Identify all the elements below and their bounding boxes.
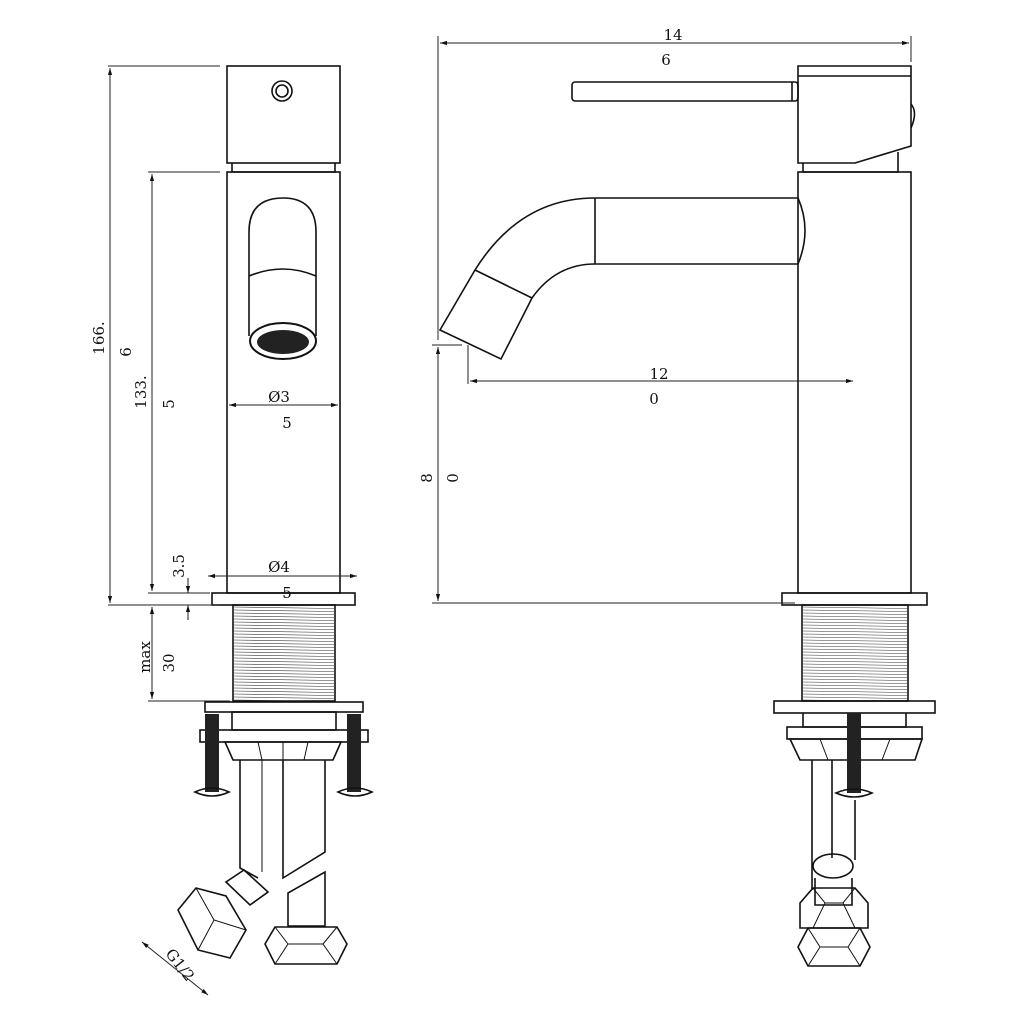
label-max: max — [136, 641, 154, 673]
label-body-diameter-a: Ø3 — [268, 388, 290, 406]
dim-connection — [141, 941, 209, 996]
front-handle-cap — [226, 65, 341, 164]
label-max-value: 30 — [160, 653, 178, 672]
front-threaded-shank — [232, 604, 336, 702]
side-base-plate — [781, 592, 928, 606]
front-hose-nut-left — [177, 868, 270, 959]
label-body-diameter-b: 5 — [282, 414, 292, 432]
label-spout-reach-a: 12 — [649, 365, 668, 383]
front-studs — [193, 714, 374, 797]
side-hose-ferrule — [812, 853, 854, 879]
side-handle-cap — [797, 65, 912, 164]
front-rubber-gasket — [231, 711, 337, 731]
label-overall-width-a: 14 — [663, 26, 682, 44]
front-view: 166. 6 133. 5 Ø3 5 Ø4 5 3.5 max 30 G1/2 — [90, 65, 374, 996]
side-lever — [571, 81, 799, 102]
label-total-height-a: 166. — [90, 321, 108, 354]
label-base-thickness: 3.5 — [170, 554, 188, 578]
front-hose-nut-right — [264, 870, 348, 965]
label-base-diameter-a: Ø4 — [268, 558, 290, 576]
label-base-diameter-b: 5 — [282, 584, 292, 602]
side-stud — [847, 713, 861, 793]
side-view: 14 6 12 0 8 0 — [418, 26, 936, 967]
front-spout-joint — [248, 268, 317, 277]
side-threaded-shank — [801, 604, 909, 702]
side-hose-nut — [797, 887, 871, 967]
front-handle-screw-inner — [275, 84, 289, 98]
front-body — [226, 171, 341, 594]
front-hoses — [239, 760, 326, 880]
front-washer-top — [204, 701, 364, 713]
front-cap-collar — [231, 163, 336, 173]
front-aerator-inner — [257, 330, 309, 354]
side-spout — [438, 197, 806, 361]
front-nut — [223, 741, 343, 761]
label-spout-reach-b: 0 — [649, 390, 659, 408]
label-total-height-b: 6 — [117, 347, 135, 357]
front-washer-bottom — [199, 729, 369, 743]
front-spout-recess — [248, 197, 317, 336]
side-body — [797, 171, 912, 594]
side-nut — [788, 738, 924, 761]
label-spout-height-a: 8 — [418, 473, 436, 483]
side-hoses — [811, 760, 856, 890]
label-spout-height-b: 0 — [444, 473, 462, 483]
label-connection: G1/2 — [162, 945, 198, 985]
label-body-height-a: 133. — [132, 375, 150, 408]
label-overall-width-b: 6 — [661, 51, 671, 69]
side-washer-top — [773, 700, 936, 714]
label-body-height-b: 5 — [160, 399, 178, 409]
front-handle-screw-outer — [271, 80, 293, 102]
